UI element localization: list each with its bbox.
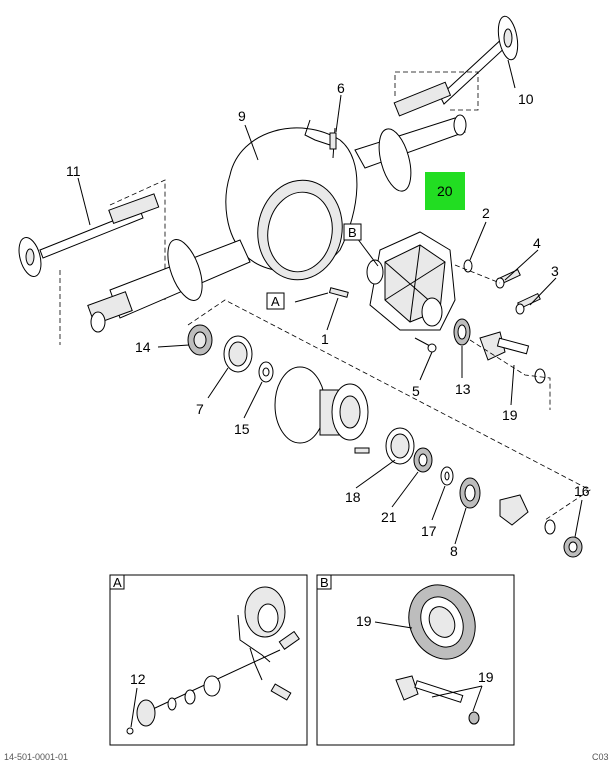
callout-18: 18 xyxy=(345,489,361,505)
thrust-washer-15 xyxy=(258,361,274,383)
differential-carrier-20 xyxy=(366,231,456,331)
bearing-cone-21 xyxy=(413,447,433,473)
washer-2 xyxy=(463,259,473,273)
callout-19: 19 xyxy=(502,407,518,423)
bolt-4 xyxy=(495,268,521,289)
callout-8: 8 xyxy=(450,543,458,559)
ref-label-b: B xyxy=(348,225,357,240)
highlight-box-20 xyxy=(425,172,465,210)
callout-1: 1 xyxy=(321,331,329,347)
callout-19-pinion: 19 xyxy=(478,669,494,685)
detail-panel-b: B 19 19 xyxy=(316,574,515,746)
callout-10: 10 xyxy=(518,91,534,107)
leader-lines xyxy=(77,59,583,545)
figure-id: 14-501-0001-01 xyxy=(4,752,68,761)
callout-3: 3 xyxy=(551,263,559,279)
bolt-3 xyxy=(515,292,541,315)
callout-5: 5 xyxy=(412,383,420,399)
bearing-13 xyxy=(453,318,471,346)
detail-b-title: B xyxy=(320,575,329,590)
ref-label-a: A xyxy=(271,294,280,309)
nut-16 xyxy=(563,536,583,558)
callout-17: 17 xyxy=(421,523,437,539)
yoke xyxy=(499,494,556,535)
callout-11: 11 xyxy=(66,163,81,179)
callout-20: 20 xyxy=(437,183,453,199)
callout-12: 12 xyxy=(130,671,146,687)
drive-pinion-19 xyxy=(479,331,546,384)
callout-13: 13 xyxy=(455,381,471,397)
detail-a-title: A xyxy=(113,575,122,590)
page-code: C03 xyxy=(592,752,609,761)
bearing-cup-7 xyxy=(223,335,253,373)
callout-2: 2 xyxy=(482,205,490,221)
washer-17 xyxy=(440,466,454,486)
callout-9: 9 xyxy=(238,108,246,124)
breather-6 xyxy=(304,119,337,159)
bolt-5 xyxy=(414,337,437,353)
callout-6: 6 xyxy=(337,80,345,96)
callout-15: 15 xyxy=(234,421,250,437)
bolt-18 xyxy=(354,447,370,454)
callout-14: 14 xyxy=(135,339,151,355)
callout-16: 16 xyxy=(574,483,590,499)
callout-21: 21 xyxy=(381,509,397,525)
differential-case xyxy=(274,366,369,444)
detail-panel-a: A 12 xyxy=(109,574,308,746)
bearing-8 xyxy=(459,477,481,509)
bearing-cone-14 xyxy=(187,324,213,356)
axle-housing-9 xyxy=(87,114,467,333)
callout-19-ring-gear: 19 xyxy=(356,613,372,629)
ref-box-b xyxy=(343,223,362,241)
dowel-pin-1 xyxy=(328,287,349,298)
callout-7: 7 xyxy=(196,401,204,417)
ref-box-a xyxy=(266,292,285,310)
bearing-cup-21 xyxy=(385,427,415,465)
axle-shaft-11 xyxy=(18,179,166,345)
callout-4: 4 xyxy=(533,235,541,251)
axle-shaft-10 xyxy=(393,15,519,117)
